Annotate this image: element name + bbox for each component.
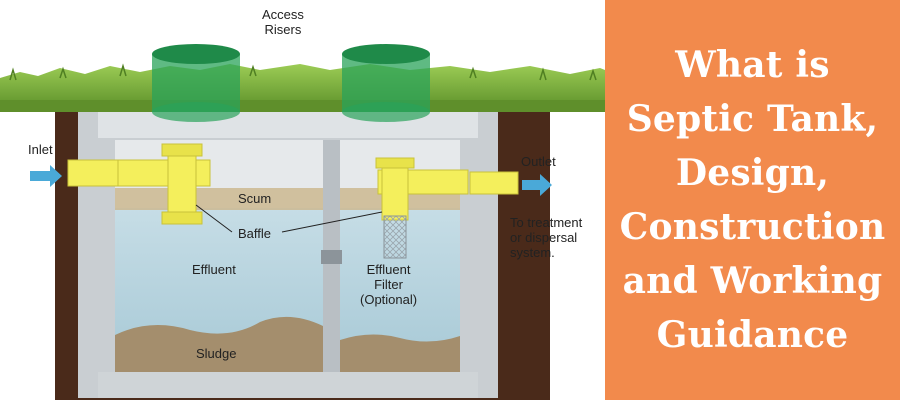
title-panel: What is Septic Tank, Design, Constructio…: [605, 0, 900, 400]
inlet-arrow: [30, 165, 62, 187]
sludge-layer-1: [115, 316, 323, 372]
grass-layer: [0, 63, 605, 112]
filter-line-2: Filter: [374, 277, 403, 292]
wall-opening: [321, 250, 342, 264]
baffle-pointers: [195, 204, 383, 233]
septic-tank-diagram: Access Risers Inlet Outlet To treatment …: [0, 7, 605, 400]
label-outlet: Outlet: [521, 154, 556, 169]
tank-body: [70, 112, 535, 398]
outlet-arrow: [522, 174, 552, 196]
title-line-5: and Working: [622, 260, 883, 302]
scum-layer-1: [115, 188, 323, 210]
treatment-line-3: system.: [510, 245, 555, 260]
access-line-2: Risers: [264, 22, 302, 37]
access-risers: [152, 44, 430, 122]
filter-line-3: (Optional): [360, 292, 418, 307]
effluent-filter: [383, 215, 407, 259]
treatment-line-2: or dispersal: [510, 230, 578, 245]
label-scum: Scum: [238, 191, 272, 206]
title-line-1: What is: [675, 44, 830, 86]
sludge-layer-2: [340, 334, 460, 372]
label-inlet: Inlet: [28, 142, 53, 157]
inlet-pipe: [67, 143, 211, 225]
septic-tank-illustration: [0, 44, 605, 400]
riser-right: [342, 44, 430, 122]
label-sludge: Sludge: [196, 346, 237, 361]
tank-floor: [98, 372, 478, 398]
filter-line-1: Effluent: [366, 262, 411, 277]
label-to-treatment: To treatment or dispersal system.: [510, 215, 582, 260]
title-line-6: Guidance: [656, 314, 849, 356]
label-baffle: Baffle: [238, 226, 272, 241]
treatment-line-1: To treatment: [510, 215, 583, 230]
access-line-1: Access: [262, 7, 304, 22]
title-line-3: Design,: [675, 152, 830, 194]
label-access-risers: Access Risers: [262, 7, 304, 37]
label-effluent: Effluent: [192, 262, 236, 277]
outlet-pipe: [375, 157, 519, 259]
title-line-4: Construction: [619, 206, 886, 248]
riser-left: [152, 44, 240, 122]
label-effluent-filter: Effluent Filter (Optional): [360, 262, 417, 307]
title-line-2: Septic Tank,: [626, 98, 879, 140]
